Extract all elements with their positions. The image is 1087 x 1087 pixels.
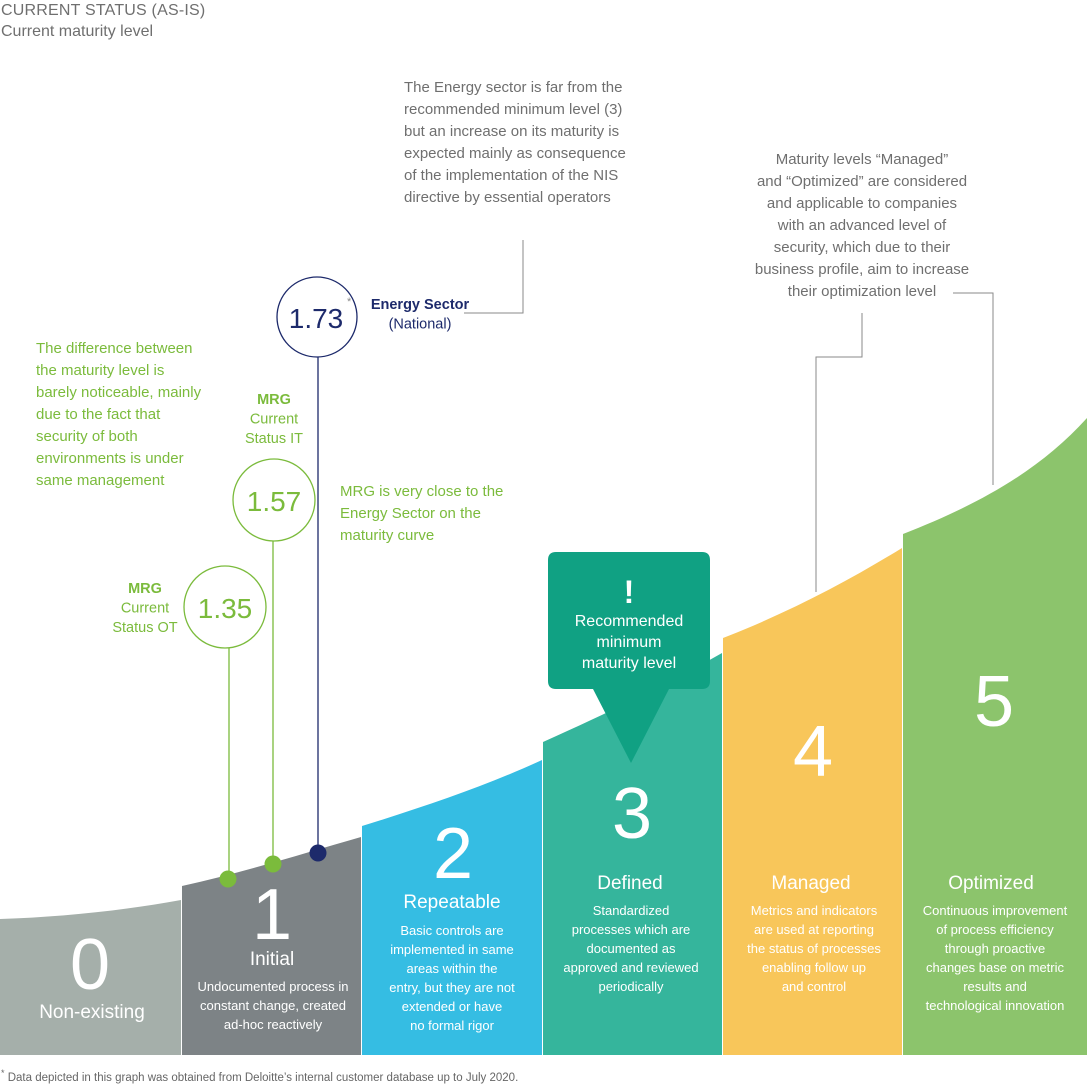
mrg-it-bubble	[232, 458, 316, 542]
level-3-number: 3	[612, 774, 652, 854]
energy-value: 1.73	[289, 303, 344, 334]
level-1-number: 1	[252, 875, 292, 955]
level-5-column	[903, 418, 1087, 1055]
page-title: CURRENT STATUS (AS-IS)	[1, 2, 206, 19]
level-4-column	[723, 548, 902, 1055]
mrg-ot-bubble	[183, 565, 267, 649]
level-4-name: Managed	[771, 873, 850, 894]
mrg-it-dot	[264, 855, 282, 873]
level-5-name: Optimized	[948, 873, 1034, 894]
energy-far-leader	[464, 240, 524, 314]
level-3-name: Defined	[597, 873, 663, 894]
energy-bubble	[276, 276, 358, 358]
level-1-column	[182, 837, 361, 1055]
page-subtitle: Current maturity level	[1, 23, 154, 40]
footnote: * Data depicted in this graph was obtain…	[1, 1068, 518, 1084]
managed-optimized-annotation: Maturity levels “Managed”and “Optimized”…	[755, 151, 969, 300]
energy-value-note: *	[347, 296, 352, 308]
optimized-leader	[953, 292, 994, 485]
callout-bubble	[548, 552, 710, 763]
managed-leader	[815, 313, 863, 592]
mrg-it-value: 1.57	[247, 486, 302, 517]
level-0-column	[0, 900, 181, 1055]
energy-dot	[309, 844, 327, 862]
mrg-ot-value: 1.35	[198, 593, 253, 624]
level-1-name: Initial	[250, 949, 294, 970]
exclamation-icon: !	[624, 574, 635, 610]
level-3-column	[543, 653, 722, 1055]
level-2-column	[362, 760, 542, 1055]
mrg-ot-dot	[219, 870, 237, 888]
level-0-name: Non-existing	[39, 1002, 145, 1023]
level-2-number: 2	[433, 814, 473, 894]
level-0-number: 0	[70, 925, 110, 1005]
level-5-number: 5	[974, 662, 1014, 742]
footnote-text: Data depicted in this graph was obtained…	[4, 1071, 519, 1084]
level-2-name: Repeatable	[403, 892, 500, 913]
level-4-number: 4	[793, 712, 833, 792]
footnote-mark: *	[1, 1068, 5, 1078]
energy-label: Energy Sector(National)	[371, 297, 470, 333]
